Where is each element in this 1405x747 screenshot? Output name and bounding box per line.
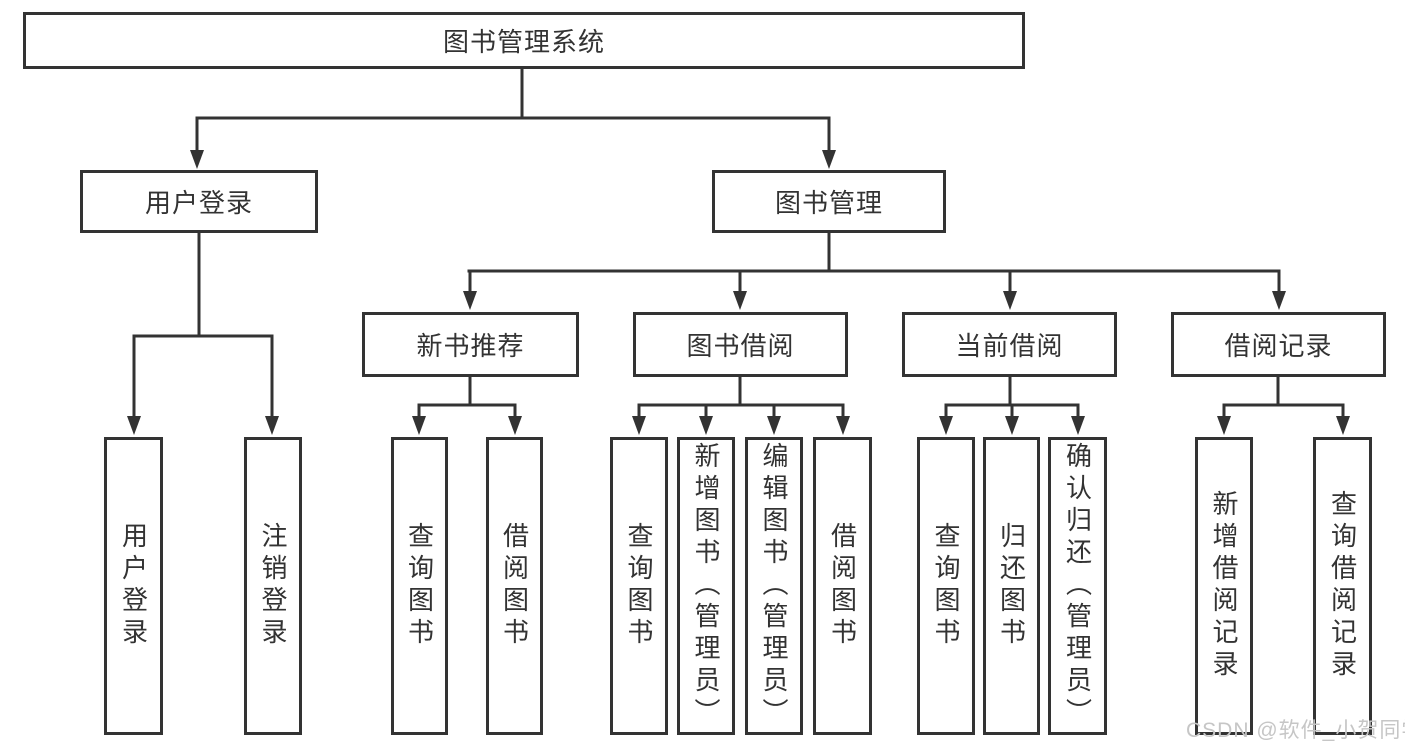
node-library-management-system: 图书管理系统 — [23, 12, 1025, 69]
node-new-book-recommendation: 新书推荐 — [362, 312, 579, 377]
node-book-management: 图书管理 — [712, 170, 946, 233]
leaf-add-book-admin: 新增图书（管理员） — [677, 437, 735, 735]
leaf-borrow-books-borrow: 借阅图书 — [813, 437, 872, 735]
leaf-return-books: 归还图书 — [983, 437, 1040, 735]
leaf-borrow-books-recommend: 借阅图书 — [486, 437, 543, 735]
leaf-query-books-borrow: 查询图书 — [610, 437, 668, 735]
leaf-query-books-current: 查询图书 — [917, 437, 975, 735]
leaf-query-borrow-record: 查询借阅记录 — [1313, 437, 1372, 735]
node-borrowing-records: 借阅记录 — [1171, 312, 1386, 377]
leaf-logout: 注销登录 — [244, 437, 302, 735]
leaf-add-borrow-record: 新增借阅记录 — [1195, 437, 1253, 735]
leaf-query-books-recommend: 查询图书 — [391, 437, 448, 735]
node-user-login: 用户登录 — [80, 170, 318, 233]
leaf-user-login: 用户登录 — [104, 437, 163, 735]
leaf-edit-book-admin: 编辑图书（管理员） — [745, 437, 803, 735]
leaf-confirm-return-admin: 确认归还（管理员） — [1048, 437, 1107, 735]
node-book-borrowing: 图书借阅 — [633, 312, 848, 377]
node-current-borrowing: 当前借阅 — [902, 312, 1117, 377]
csdn-watermark: CSDN @软件_小贺同学 — [1186, 719, 1405, 742]
